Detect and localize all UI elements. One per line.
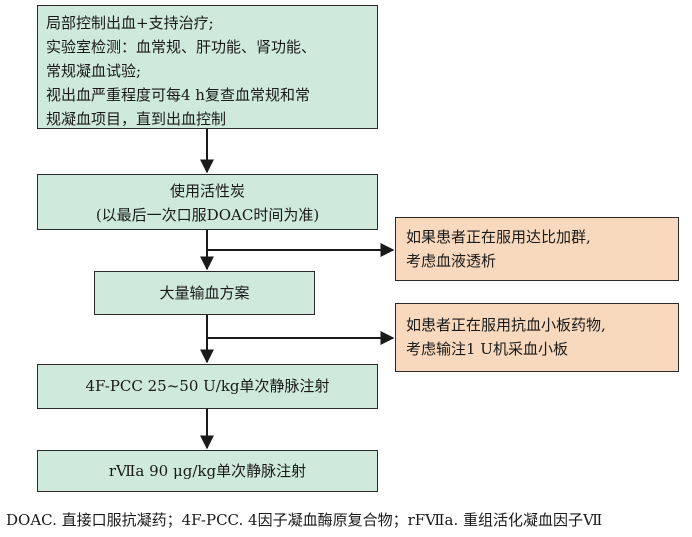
side-note-1-line-1: 如果患者正在服用达比加群,: [406, 228, 591, 246]
step-2-line-1: 使用活性炭: [169, 182, 245, 200]
side-note-1-line-2: 考虑血液透析: [406, 252, 497, 270]
step-activated-charcoal-box: 使用活性炭 (以最后一次口服DOAC时间为准): [37, 174, 378, 230]
step-rviia-box: rⅦa 90 μg/kg单次静脉注射: [37, 450, 378, 492]
side-note-dabigatran-box: 如果患者正在服用达比加群, 考虑血液透析: [395, 217, 679, 281]
step-1-line-2: 实验室检测：血常规、肝功能、肾功能、: [46, 38, 317, 56]
step-1-line-4: 视出血严重程度可每4 h复查血常规和常: [46, 86, 310, 104]
step-1-line-3: 常规凝血试验;: [46, 62, 142, 80]
step-massive-transfusion-box: 大量输血方案: [94, 271, 315, 315]
side-note-2-line-2: 考虑输注1 U机采血小板: [406, 340, 568, 358]
step-5-text: rⅦa 90 μg/kg单次静脉注射: [108, 462, 307, 480]
side-note-2-line-1: 如患者正在服用抗血小板药物,: [406, 316, 606, 334]
step-2-line-2: (以最后一次口服DOAC时间为准): [95, 206, 320, 224]
step-4f-pcc-box: 4F-PCC 25~50 U/kg单次静脉注射: [37, 364, 378, 409]
step-supportive-care-box: 局部控制出血+支持治疗; 实验室检测：血常规、肝功能、肾功能、 常规凝血试验; …: [37, 5, 378, 129]
abbreviation-footnote: DOAC. 直接口服抗凝药；4F-PCC. 4因子凝血酶原复合物；rFⅦa. 重…: [6, 511, 603, 529]
step-3-text: 大量输血方案: [159, 284, 250, 302]
step-1-line-1: 局部控制出血+支持治疗;: [46, 14, 214, 32]
side-note-antiplatelet-box: 如患者正在服用抗血小板药物, 考虑输注1 U机采血小板: [395, 303, 679, 372]
step-4-text: 4F-PCC 25~50 U/kg单次静脉注射: [85, 377, 330, 395]
step-1-line-5: 规凝血项目，直到出血控制: [46, 110, 227, 128]
